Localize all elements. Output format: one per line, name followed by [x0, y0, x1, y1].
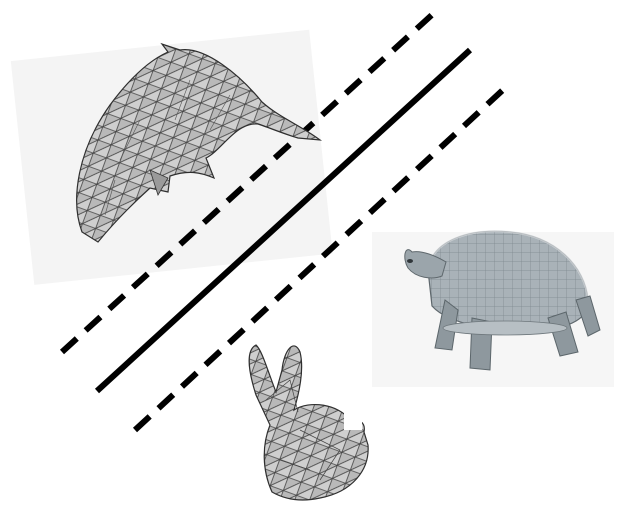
bunny-mesh-icon — [249, 345, 368, 500]
bunny-mask — [344, 408, 362, 430]
